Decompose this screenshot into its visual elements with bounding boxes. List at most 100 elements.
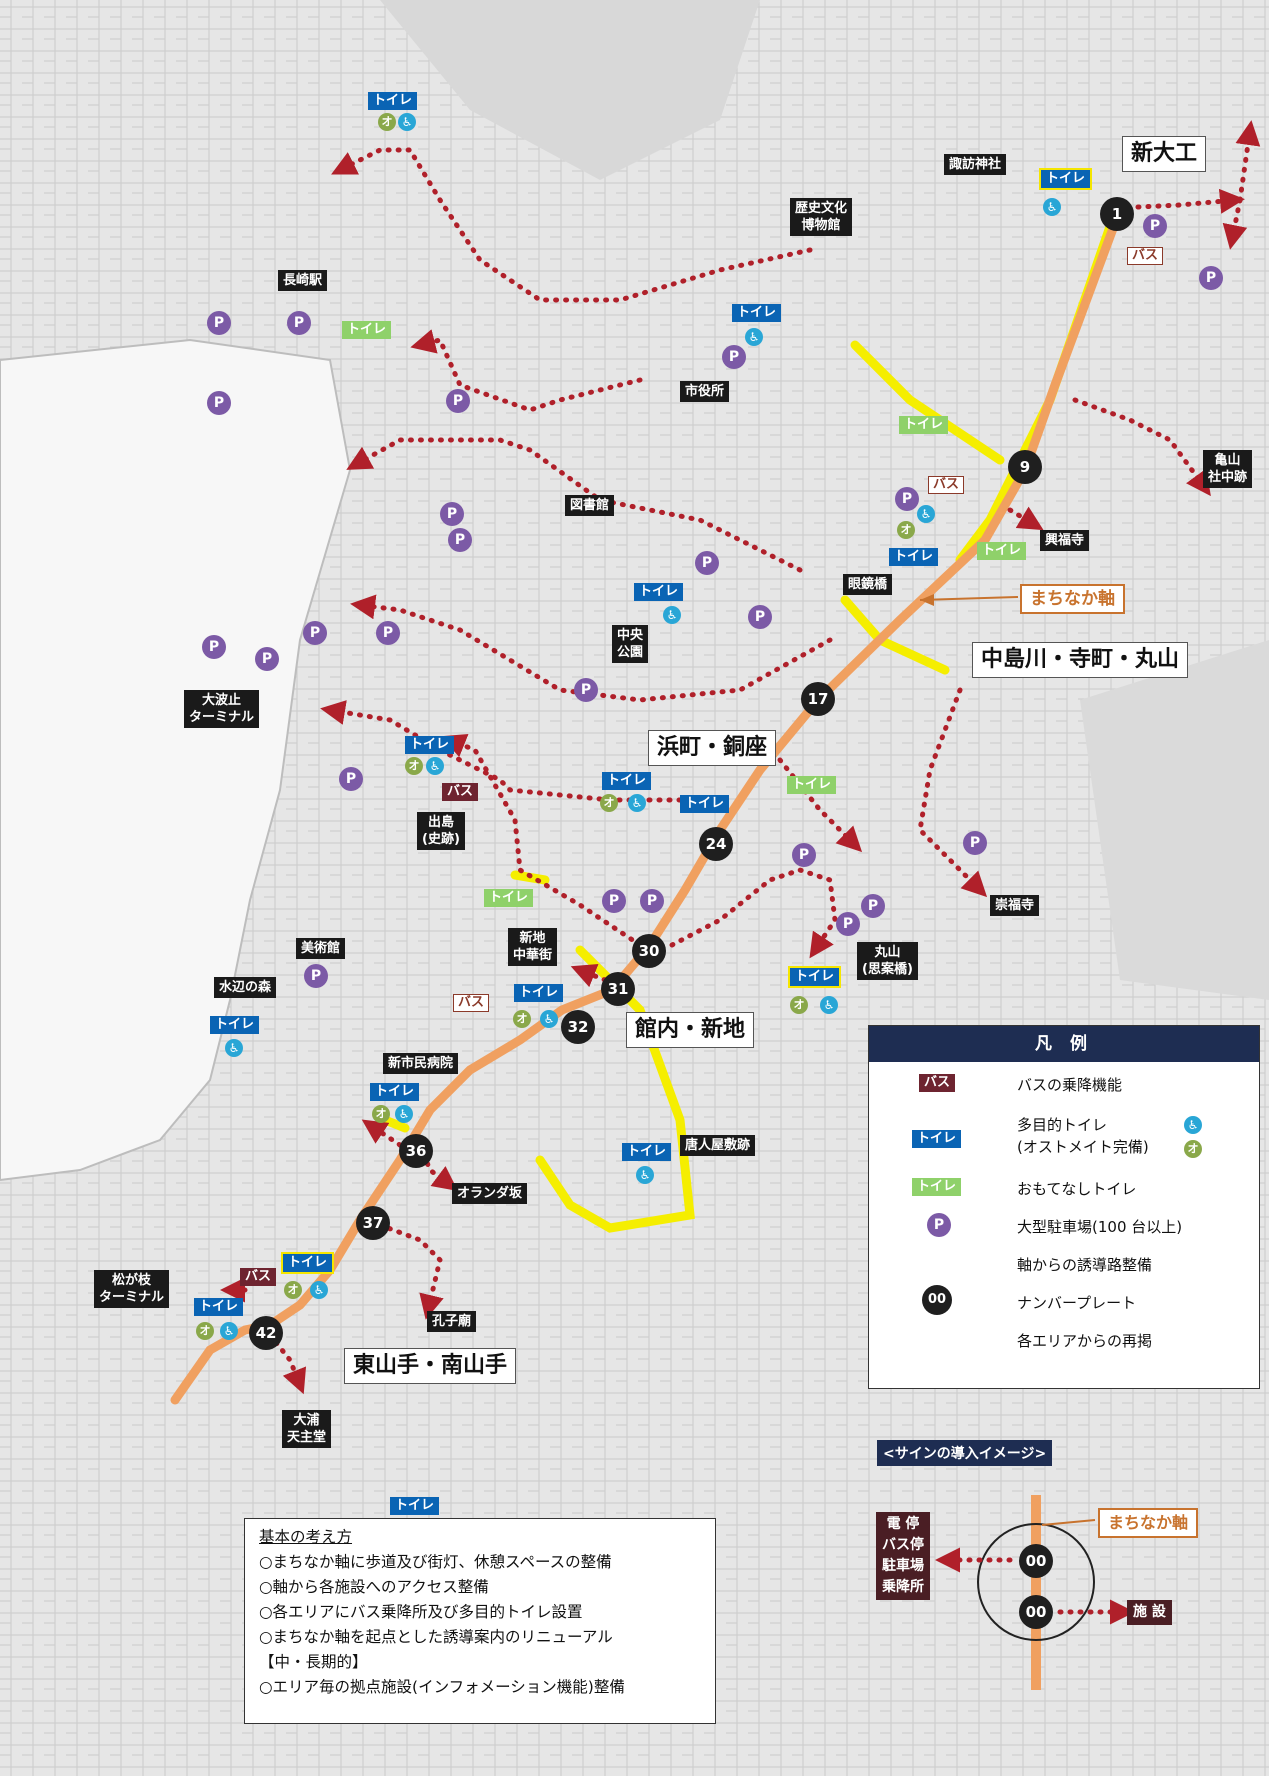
label-dejima: 出島 (史跡): [417, 812, 465, 850]
sign-axis-label: まちなか軸: [1098, 1508, 1199, 1538]
legend-row-highlight: 各エリアからの再掲: [869, 1322, 1259, 1356]
toilet-marker: トイレ: [622, 1143, 672, 1161]
parking-marker: P: [574, 678, 598, 702]
ostomate-o-icon: オ: [378, 113, 396, 131]
route-hospital: [361, 1119, 403, 1148]
toilet-marker: トイレ: [680, 795, 730, 813]
parking-marker: P: [640, 889, 664, 913]
route-library: [346, 437, 803, 573]
label-chuo-park: 中央 公園: [612, 625, 649, 663]
toilet-marker: トイレ: [602, 772, 652, 790]
principles-line: ○まちなか軸に歩道及び街灯、休憩スペースの整備: [259, 1553, 612, 1571]
toilet-marker: トイレ: [634, 583, 684, 601]
principles-line: ○各エリアにバス乗降所及び多目的トイレ設置: [259, 1603, 583, 1621]
principles-title: 基本の考え方: [259, 1528, 353, 1546]
route-shindaiku-east: [1115, 188, 1245, 214]
legend-number-sample: 00: [922, 1285, 952, 1315]
ostomate-icon: ♿: [220, 1322, 238, 1340]
legend-row-number: 00 ナンバープレート: [869, 1284, 1259, 1318]
label-koshibyo: 孔子廟: [427, 1311, 477, 1332]
legend-row-toilet: トイレ 多目的トイレ (オストメイト完備) ♿ オ: [869, 1110, 1259, 1166]
ostomate-o-icon: オ: [513, 1010, 531, 1028]
parking-marker: P: [304, 964, 328, 988]
legend: 凡 例 バス バスの乗降機能 トイレ 多目的トイレ (オストメイト完備) ♿ オ…: [868, 1025, 1260, 1389]
ostomate-icon: ♿: [398, 113, 416, 131]
parking-marker: P: [303, 621, 327, 645]
parking-marker: P: [748, 605, 772, 629]
route-sofukuji: [917, 687, 988, 898]
sign-image-heading: <サインの導入イメージ>: [877, 1440, 1053, 1466]
number-plate: 24: [699, 827, 733, 861]
toilet-marker: トイレ: [787, 966, 842, 988]
ostomate-o-icon: オ: [405, 757, 423, 775]
parking-marker: P: [1143, 214, 1167, 238]
toilet-marker: トイレ: [368, 92, 418, 110]
legend-omote-sample: トイレ: [912, 1178, 962, 1196]
ostomate-o-icon: オ: [897, 521, 915, 539]
omotenashi-toilet-marker: トイレ: [484, 889, 534, 907]
toilet-marker: トイレ: [889, 548, 939, 566]
ostomate-icon: ♿: [745, 328, 763, 346]
omotenashi-toilet-marker: トイレ: [977, 542, 1027, 560]
number-plate: 17: [801, 682, 835, 716]
parking-marker: P: [722, 345, 746, 369]
route-shindaiku-up: [1235, 120, 1261, 203]
ostomate-icon: ♿: [917, 505, 935, 523]
ostomate-icon: ♿: [310, 1281, 328, 1299]
area-hamamachi-douza: 浜町・銅座: [648, 730, 777, 766]
label-matsugae-terminal: 松が枝 ターミナル: [94, 1270, 170, 1308]
ostomate-o-icon: オ: [790, 996, 808, 1014]
principles-line: ○エリア毎の拠点施設(インフォメーション機能)整備: [259, 1678, 625, 1696]
ostomate-o-icon: オ: [372, 1105, 390, 1123]
bus-stop-marker: バス: [240, 1268, 277, 1286]
legend-row-route: 軸からの誘導路整備: [869, 1246, 1259, 1280]
parking-marker: P: [1199, 266, 1223, 290]
sign-plate-upper: 00: [1019, 1544, 1053, 1578]
ostomate-icon: ♿: [663, 606, 681, 624]
parking-marker: P: [376, 621, 400, 645]
legend-bus-text: バスの乗降機能: [1017, 1076, 1123, 1094]
omotenashi-toilet-marker: トイレ: [342, 321, 392, 339]
route-dejima-south: [440, 733, 643, 948]
toilet-marker: トイレ: [1038, 168, 1093, 190]
number-plate: 30: [632, 934, 666, 968]
label-suwa-shrine: 諏訪神社: [944, 154, 1007, 175]
legend-highlight-text: 各エリアからの再掲: [1017, 1332, 1153, 1350]
principles-line: 【中・長期的】: [259, 1653, 368, 1671]
label-city-hall: 市役所: [680, 381, 730, 402]
parking-marker: P: [339, 767, 363, 791]
bus-stop-marker: バス: [1127, 247, 1164, 265]
legend-parking-sample: P: [927, 1213, 951, 1237]
sign-right-box: 施 設: [1127, 1600, 1172, 1625]
sign-left-box: 電 停 バス停 駐車場 乗降所: [876, 1512, 930, 1600]
parking-marker: P: [861, 894, 885, 918]
parking-marker: P: [963, 831, 987, 855]
parking-marker: P: [202, 635, 226, 659]
label-toujin-yashiki: 唐人屋敷跡: [680, 1135, 756, 1156]
sign-axis-pointer: [1041, 1519, 1096, 1526]
ostomate-o-icon: オ: [196, 1322, 214, 1340]
toilet-marker: トイレ: [280, 1252, 335, 1274]
parking-marker: P: [895, 487, 919, 511]
ostomate-icon: ♿: [395, 1105, 413, 1123]
sign-circle: [977, 1523, 1095, 1641]
route-maruyama: [669, 867, 838, 959]
route-cityhall: [410, 329, 643, 413]
route-shindaiku-down: [1222, 197, 1248, 250]
route-chuo: [350, 594, 833, 703]
ostomate-icon: ♿: [540, 1010, 558, 1028]
label-nagasaki-station: 長崎駅: [278, 270, 328, 291]
toilet-marker: トイレ: [210, 1016, 260, 1034]
ostomate-icon: ♿: [426, 757, 444, 775]
legend-row-omote: トイレ おもてなしトイレ: [869, 1170, 1259, 1204]
parking-marker: P: [836, 912, 860, 936]
sign-plate-lower: 00: [1019, 1595, 1053, 1629]
sign-image-sketch: [919, 594, 1135, 1690]
bus-stop-marker: バス: [928, 476, 965, 494]
label-shinchi-chinatown: 新地 中華街: [508, 928, 558, 966]
label-new-city-hospital: 新市民病院: [383, 1053, 459, 1074]
label-history-museum: 歴史文化 博物館: [790, 198, 853, 236]
principles-box: 基本の考え方 ○まちなか軸に歩道及び街灯、休憩スペースの整備 ○軸から各施設への…: [244, 1518, 716, 1724]
route-nagasaki-north: [331, 147, 813, 303]
